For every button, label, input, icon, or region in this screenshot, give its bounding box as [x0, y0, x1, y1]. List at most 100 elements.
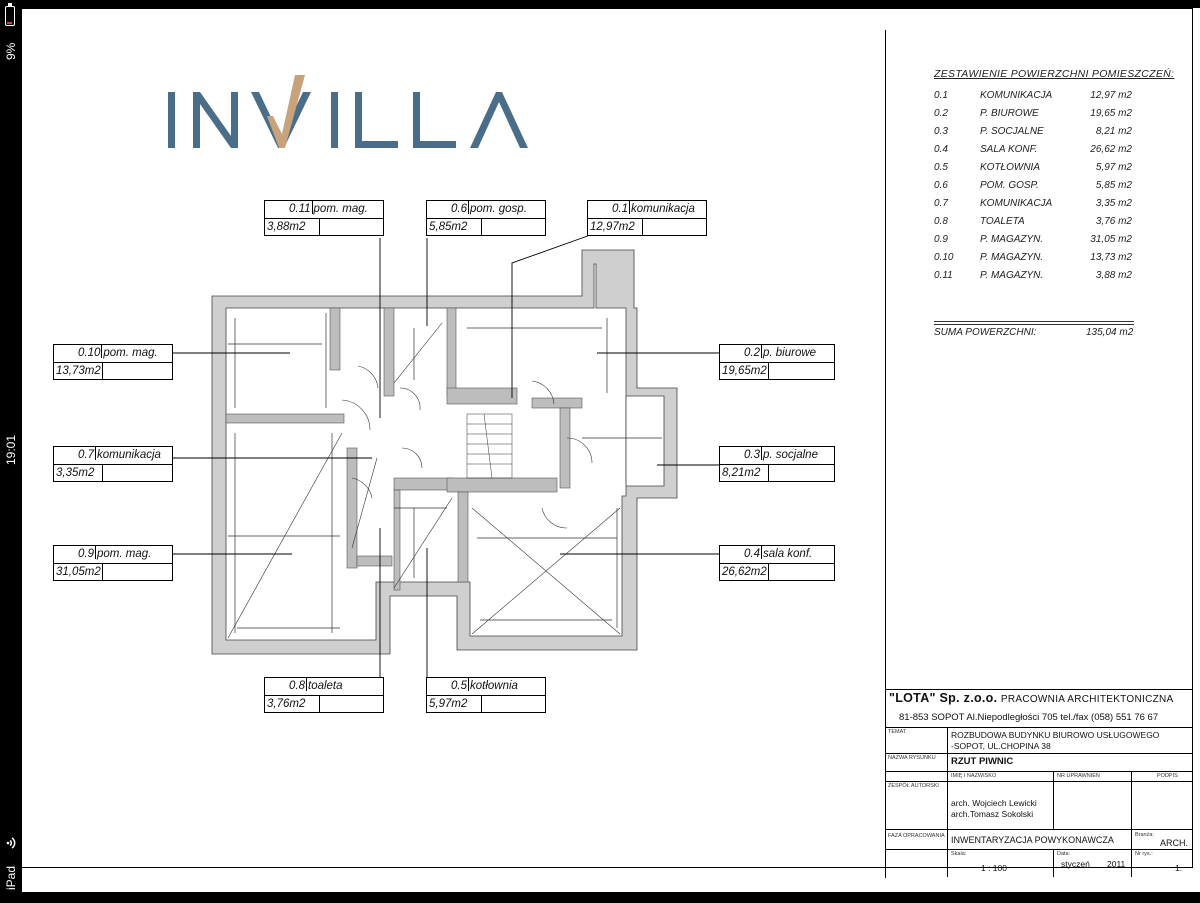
summary-name: KOTŁOWNIA: [980, 161, 1041, 173]
firm-title: "LOTA" Sp. z.o.o.: [889, 691, 998, 705]
outer-walls: [211, 249, 678, 655]
room-name: pom. mag.: [103, 347, 158, 359]
summary-row: 0.9 P. MAGAZYN. 31,05 m2: [934, 230, 1132, 248]
skala-label: Skala:: [951, 851, 967, 857]
area-summary: ZESTAWIENIE POWIERZCHNI POMIESZCZEŃ: 0.1…: [934, 68, 1184, 284]
uprawnien-label: NR UPRAWNIEŃ: [1057, 773, 1100, 779]
summary-total-value: 135,04 m2: [1086, 327, 1134, 338]
skala-value: 1 : 100: [981, 863, 1007, 873]
wifi-icon: [6, 837, 16, 849]
room-number: 0.2: [744, 347, 760, 359]
summary-name: P. MAGAZYN.: [980, 233, 1044, 245]
drawing-frame: [22, 8, 1193, 868]
podpis-label: PODPIS: [1157, 773, 1178, 779]
summary-num: 0.7: [934, 197, 948, 209]
room-number: 0.6: [451, 203, 467, 215]
summary-num: 0.11: [934, 269, 953, 281]
summary-row: 0.6 POM. GOSP. 5,85 m2: [934, 176, 1132, 194]
firm-name: "LOTA" Sp. z.o.o. PRACOWNIA ARCHITEKTONI…: [889, 691, 1174, 705]
summary-area: 3,35 m2: [1095, 197, 1132, 209]
room-area: 12,97m2: [590, 221, 635, 233]
summary-name: TOALETA: [980, 215, 1025, 227]
author-1: arch. Wojciech Lewicki: [951, 798, 1037, 808]
summary-num: 0.1: [934, 89, 948, 101]
device-name: iPad: [4, 865, 18, 890]
room-number: 0.4: [744, 548, 760, 560]
summary-area: 26,62 m2: [1090, 143, 1132, 155]
branza-label: Branża:: [1135, 832, 1154, 838]
summary-num: 0.9: [934, 233, 948, 245]
summary-row: 0.11 P. MAGAZYN. 3,88 m2: [934, 266, 1132, 284]
nazwa-label: NAZWA RYSUNKU: [888, 755, 936, 761]
floor-plan: [172, 227, 720, 686]
clock: 19:01: [4, 434, 18, 465]
room-name: sala konf.: [763, 548, 813, 560]
data-label: Data:: [1057, 851, 1071, 857]
summary-area: 3,88 m2: [1095, 269, 1132, 281]
summary-name: KOMUNIKACJA: [980, 89, 1053, 101]
room-name: pom. mag.: [97, 548, 152, 560]
summary-num: 0.5: [934, 161, 948, 173]
summary-num: 0.4: [934, 143, 948, 155]
summary-area: 3,76 m2: [1095, 215, 1132, 227]
drawing-name: RZUT PIWNIC: [951, 756, 1014, 767]
summary-name: POM. GOSP.: [980, 179, 1039, 191]
dimension-lines: [228, 313, 662, 633]
nr-value: 1.: [1175, 863, 1183, 873]
room-number: 0.7: [78, 449, 94, 461]
room-area: 3,88m2: [267, 221, 306, 233]
invilla-logo: [168, 75, 528, 148]
summary-name: P. BIUROWE: [980, 107, 1039, 119]
summary-area: 5,97 m2: [1095, 161, 1132, 173]
summary-area: 31,05 m2: [1090, 233, 1132, 245]
summary-area: 19,65 m2: [1090, 107, 1132, 119]
nr-label: Nr rys.:: [1135, 851, 1153, 857]
room-name: toaleta: [308, 680, 343, 692]
summary-num: 0.3: [934, 125, 948, 137]
room-number: 0.10: [78, 347, 101, 359]
status-bar: 9% 19:01 iPad: [0, 0, 22, 903]
summary-total: SUMA POWERZCHNI: 135,04 m2: [934, 327, 1134, 338]
temat-line-2: -SOPOT, UL.CHOPINA 38: [951, 741, 1051, 751]
room-name: pom. gosp.: [470, 203, 527, 215]
summary-name: P. MAGAZYN.: [980, 269, 1044, 281]
author-2: arch.Tomasz Sokolski: [951, 809, 1034, 819]
room-name: komunikacja: [97, 449, 161, 461]
summary-name: P. MAGAZYN.: [980, 251, 1044, 263]
room-name: kotłownia: [470, 680, 518, 692]
stairs: [466, 413, 513, 479]
zespol-label: ZESPÓŁ AUTORSKI: [888, 783, 939, 789]
room-diagonals: [227, 322, 621, 639]
firm-address: 81-853 SOPOT Al.Niepodległości 705 tel./…: [899, 712, 1159, 723]
summary-total-label: SUMA POWERZCHNI:: [934, 327, 1037, 338]
room-area: 3,76m2: [267, 698, 306, 710]
summary-heading: ZESTAWIENIE POWIERZCHNI POMIESZCZEŃ:: [934, 68, 1175, 80]
imie-label: IMIĘ I NAZWISKO: [951, 773, 997, 779]
summary-num: 0.10: [934, 251, 954, 263]
summary-area: 5,85 m2: [1095, 179, 1132, 191]
summary-num: 0.6: [934, 179, 948, 191]
battery-percent: 9%: [4, 42, 18, 60]
room-name: p. biurowe: [763, 347, 817, 359]
temat-line-1: ROZBUDOWA BUDYNKU BIUROWO USŁUGOWEGO: [951, 730, 1160, 740]
room-number: 0.3: [744, 449, 760, 461]
room-name: p. socjalne: [763, 449, 818, 461]
faza-value: INWENTARYZACJA POWYKONAWCZA: [951, 835, 1114, 845]
title-column-divider: [885, 30, 886, 878]
summary-row: 0.5 KOTŁOWNIA 5,97 m2: [934, 158, 1132, 176]
room-area: 5,97m2: [429, 698, 468, 710]
